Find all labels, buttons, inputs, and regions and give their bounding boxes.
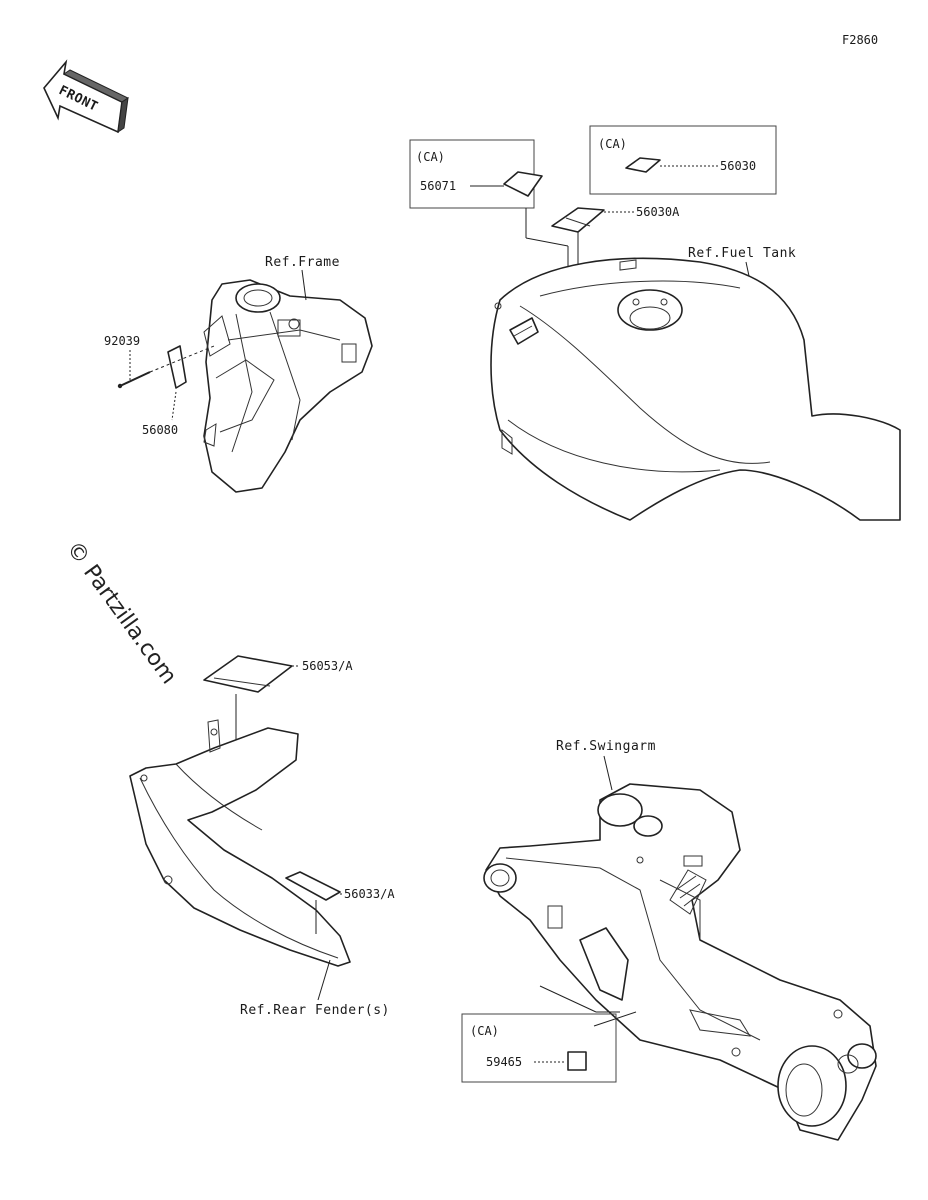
part-56071: 56071 xyxy=(420,179,456,193)
label-56071-icon xyxy=(503,171,543,197)
label-56030-icon xyxy=(625,157,661,173)
part-56030: 56030 xyxy=(720,159,756,173)
ca-tag-56071: (CA) xyxy=(416,150,445,164)
part-56053a: 56053/A xyxy=(302,659,353,673)
front-arrow-icon: FRONT xyxy=(43,59,130,134)
ca-box-56030 xyxy=(589,125,777,195)
ca-tag-59465: (CA) xyxy=(470,1024,499,1038)
label-56033a-icon xyxy=(285,871,341,901)
swingarm-ref-label: Ref.Swingarm xyxy=(556,739,656,754)
frame-ref-label: Ref.Frame xyxy=(265,255,340,270)
part-56080: 56080 xyxy=(142,423,178,437)
swingarm-illustration xyxy=(483,783,877,1141)
ca-box-59465 xyxy=(461,1013,617,1083)
watermark: © Partzilla.com xyxy=(61,537,181,689)
rear-fender-ref-label: Ref.Rear Fender(s) xyxy=(240,1003,390,1018)
figure-code: F2860 xyxy=(842,33,878,47)
part-59465: 59465 xyxy=(486,1055,522,1069)
part-56033a: 56033/A xyxy=(344,887,395,901)
fuel-tank-illustration xyxy=(490,257,901,521)
ca-tag-56030: (CA) xyxy=(598,137,627,151)
fuel-tank-ref-label: Ref.Fuel Tank xyxy=(688,246,796,261)
rear-fender-illustration xyxy=(129,719,351,967)
label-56030a-icon xyxy=(551,207,605,233)
part-92039: 92039 xyxy=(104,334,140,348)
label-56053a-icon xyxy=(203,655,293,693)
frame-illustration xyxy=(117,279,373,493)
part-56030a: 56030A xyxy=(636,205,680,219)
label-59465-icon xyxy=(567,1051,587,1071)
